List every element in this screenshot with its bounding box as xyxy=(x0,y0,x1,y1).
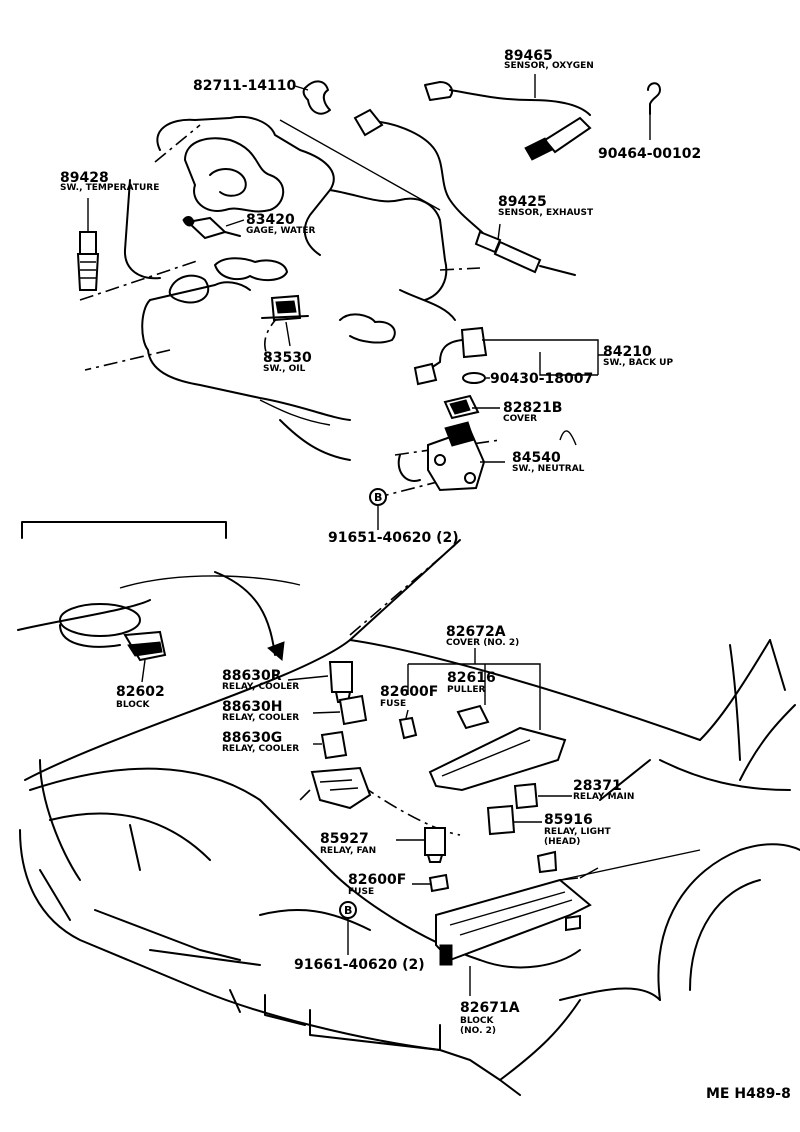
temperature-switch-part xyxy=(76,231,100,291)
label-91651-number: 91651-40620 (2) xyxy=(328,530,459,546)
label-88630g-name: RELAY, COOLER xyxy=(222,744,299,754)
relay-block-components xyxy=(123,630,592,966)
label-82600f-a-number: 82600F xyxy=(380,684,438,700)
label-82711-number: 82711-14110 xyxy=(193,78,296,94)
label-84210-number: 84210 xyxy=(603,344,652,360)
exhaust-sensor-part xyxy=(353,108,576,276)
label-82600f-a-name: FUSE xyxy=(380,699,406,709)
label-85916-number: 85916 xyxy=(544,812,593,828)
clamp-part xyxy=(647,82,661,115)
label-84210-name: SW., BACK UP xyxy=(603,358,673,368)
label-83420-name: GAGE, WATER xyxy=(246,226,316,236)
label-88630g-number: 88630G xyxy=(222,730,282,746)
label-88630h-name: RELAY, COOLER xyxy=(222,713,299,723)
label-82821b-name: COVER xyxy=(503,414,537,424)
figure-code: ME H489-8 xyxy=(706,1086,791,1102)
label-84540-name: SW., NEUTRAL xyxy=(512,464,585,474)
label-82821b-number: 82821B xyxy=(503,400,562,416)
view-bracket xyxy=(21,521,227,539)
label-82602-name: BLOCK xyxy=(116,700,151,710)
oxygen-sensor-part xyxy=(424,81,592,161)
label-83530-number: 83530 xyxy=(263,350,312,366)
label-82671a-number: 82671A xyxy=(460,1000,520,1016)
label-82671a-name-line2: (NO. 2) xyxy=(460,1026,496,1036)
label-28371-number: 28371 xyxy=(573,778,622,794)
label-82600f-b-name: FUSE xyxy=(348,887,374,897)
label-89428-number: 89428 xyxy=(60,170,109,186)
oil-switch-part xyxy=(261,294,309,322)
label-89425-number: 89425 xyxy=(498,194,547,210)
label-85927-number: 85927 xyxy=(320,831,369,847)
label-85916-name-line1: RELAY, LIGHT xyxy=(544,827,611,837)
marker-b-circle-top xyxy=(369,488,387,506)
label-88630r-number: 88630R xyxy=(222,668,282,684)
label-82600f-b-number: 82600F xyxy=(348,872,406,888)
back-up-switch-part xyxy=(413,326,488,386)
label-82671a-name-line1: BLOCK xyxy=(460,1016,495,1026)
cover-part xyxy=(443,394,480,420)
label-82672a-number: 82672A xyxy=(446,624,506,640)
leader-lines-bottom xyxy=(141,648,599,996)
water-gage-part xyxy=(182,216,241,240)
label-89465-number: 89465 xyxy=(504,48,553,64)
label-88630r-name: RELAY, COOLER xyxy=(222,682,299,692)
label-82616-name: PULLER xyxy=(447,685,486,695)
label-82616-number: 82616 xyxy=(447,670,496,686)
label-83530-name: SW., OIL xyxy=(263,364,306,374)
label-82672a-name: COVER (NO. 2) xyxy=(446,638,519,648)
label-89428-name: SW., TEMPERATURE xyxy=(60,183,159,193)
label-91661-number: 91661-40620 (2) xyxy=(294,957,425,973)
label-83420-number: 83420 xyxy=(246,212,295,228)
clip-part xyxy=(302,80,331,115)
label-28371-name: RELAY MAIN xyxy=(573,792,634,802)
label-85927-name: RELAY, FAN xyxy=(320,846,376,856)
leader-lines-top xyxy=(87,74,651,530)
marker-b-top: B xyxy=(374,491,382,504)
label-82602-number: 82602 xyxy=(116,684,165,700)
label-90430-number: 90430-18007 xyxy=(490,371,593,387)
engine-outline xyxy=(79,116,501,499)
label-89465-name: SENSOR, OXYGEN xyxy=(504,61,594,71)
label-90464-number: 90464-00102 xyxy=(598,146,701,162)
marker-b-circle-bottom xyxy=(339,901,357,919)
label-88630h-number: 88630H xyxy=(222,699,282,715)
marker-b-bottom: B xyxy=(344,904,352,917)
label-85916-name-line2: (HEAD) xyxy=(544,837,580,847)
label-84540-number: 84540 xyxy=(512,450,561,466)
neutral-switch-part xyxy=(427,421,486,492)
label-89425-name: SENSOR, EXHAUST xyxy=(498,208,594,218)
car-body xyxy=(17,539,800,1096)
